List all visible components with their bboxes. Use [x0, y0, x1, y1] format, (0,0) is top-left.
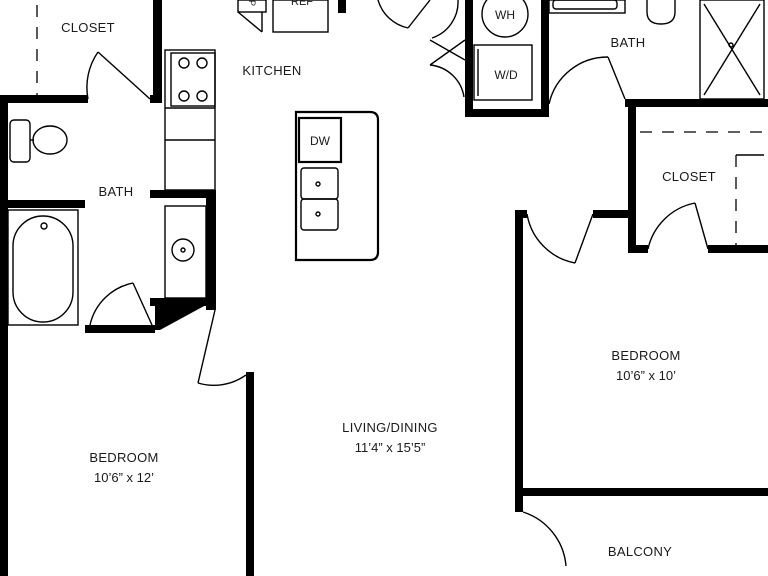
- bath-label-top-right: BATH: [610, 35, 646, 50]
- bath-label-left: BATH: [98, 184, 134, 199]
- kitchen-label: KITCHEN: [242, 63, 302, 78]
- pantry-label: P: [247, 0, 257, 6]
- dishwasher-label: DW: [310, 134, 330, 148]
- closet-label-top-left: CLOSET: [61, 20, 115, 35]
- thin-lines: [7, 0, 765, 567]
- bedroom-right-dimensions: 10’6” x 10’: [616, 368, 676, 383]
- bedroom-right-name: BEDROOM: [611, 348, 681, 363]
- bedroom-left-dimensions: 10’6” x 12’: [94, 470, 154, 485]
- closet-label-right: CLOSET: [662, 169, 716, 184]
- bedroom-left-name: BEDROOM: [89, 450, 159, 465]
- balcony-label: BALCONY: [607, 544, 673, 559]
- water-heater-label: WH: [495, 8, 515, 22]
- refrigerator-label: REF: [291, 0, 313, 8]
- living-dining-name: LIVING/DINING: [342, 420, 438, 435]
- living-dining-dimensions: 11’4” x 15’5”: [354, 440, 426, 455]
- washer-dryer-label: W/D: [494, 68, 518, 82]
